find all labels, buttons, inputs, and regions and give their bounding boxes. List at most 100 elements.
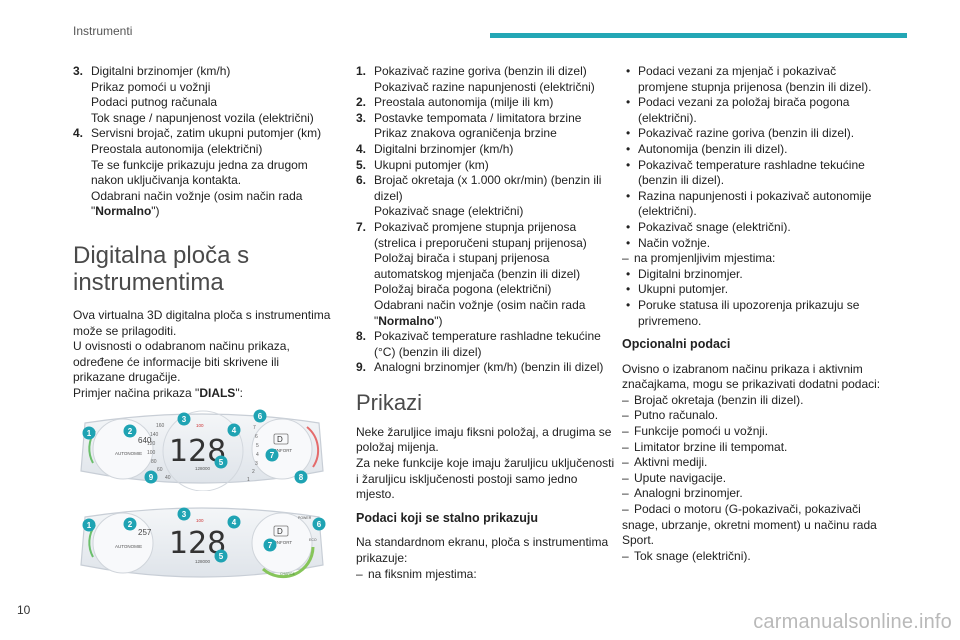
- para-line: i žaruljicu isključenosti postoji samo j…: [356, 471, 578, 486]
- speed-limit-value: 100: [196, 423, 204, 428]
- dash-item: –Funkcije pomoći u vožnji.: [622, 424, 769, 439]
- item-line: (strelica i preporučeni stupanj prijenos…: [374, 235, 587, 250]
- dash-item: –Aktivni mediji.: [622, 455, 708, 470]
- item-number: 5.: [356, 157, 367, 172]
- dash-item: –Tok snage (električni).: [622, 548, 751, 563]
- dash-text: Upute navigacije.: [634, 470, 727, 485]
- bullet-item: •Pokazivač snage (električni).: [626, 219, 791, 234]
- list-item-5: 5. Ukupni putomjer (km): [356, 158, 618, 174]
- bullet-line: Pokazivač snage (električni).: [638, 219, 791, 234]
- bullet-line: Poruke statusa ili upozorenja prikazuju …: [638, 297, 860, 312]
- quote-close: "): [434, 313, 443, 328]
- header-title: Instrumenti: [73, 24, 133, 38]
- instrument-cluster-electric-illustration: 257 AUTONOMIE 100 128 128000 D CONFORT C…: [80, 507, 326, 579]
- item-line: (°C) (benzin ili dizel): [374, 344, 482, 359]
- item-number: 8.: [356, 329, 367, 344]
- item-line: Podaci putnog računala: [91, 95, 218, 110]
- header-accent-bar: [490, 33, 907, 38]
- bullet-item: •Autonomija (benzin ili dizel).: [626, 141, 788, 156]
- callout-4: 4: [232, 426, 237, 435]
- bullet-line: Digitalni brzinomjer.: [638, 266, 743, 281]
- gear-indicator: D: [277, 527, 283, 536]
- list-item-8: 8. Pokazivač temperature rashladne tekuć…: [356, 329, 618, 360]
- scale-tick: 60: [157, 467, 163, 473]
- callout-5: 5: [219, 552, 224, 561]
- bullet-line: (električni).: [638, 204, 697, 219]
- bullet-line: promjene stupnja prijenosa (benzin ili d…: [638, 79, 872, 94]
- bullet-line: Pokazivač razine goriva (benzin ili dize…: [638, 126, 855, 141]
- para-line: položaj mijenja.: [356, 440, 439, 455]
- list-item-7: 7. Pokazivač promjene stupnja prijenosa …: [356, 220, 618, 329]
- para-line: Ovisno o izabranom načinu prikaza i akti…: [622, 361, 863, 376]
- item-line: Pokazivač razine goriva (benzin ili dize…: [374, 64, 587, 78]
- item-line: Položaj birača pogona (električni): [374, 282, 552, 297]
- dash-text: Aktivni mediji.: [634, 455, 708, 470]
- item-line: Prikaz pomoći u vožnji: [91, 79, 211, 94]
- quote-close: "): [151, 204, 160, 219]
- bullet-item: •Poruke statusa ili upozorenja prikazuju…: [626, 297, 860, 328]
- item-number: 2.: [356, 95, 367, 110]
- para-line: određene će informacije biti skrivene il…: [73, 354, 280, 369]
- bullet-line: Razina napunjenosti i pokazivač autonomi…: [638, 188, 872, 203]
- item-number: 3.: [356, 110, 367, 125]
- rpm-tick: 3: [255, 461, 258, 467]
- callout-1: 1: [87, 429, 92, 438]
- callout-7: 7: [268, 541, 273, 550]
- dash-item: –Upute navigacije.: [622, 470, 727, 485]
- item-number: 3.: [73, 64, 84, 78]
- item-line: Odabrani način vožnje (osim način rada: [91, 188, 303, 203]
- quote-open: ": [374, 313, 379, 328]
- callout-6: 6: [258, 412, 263, 421]
- list-item-9: 9. Analogni brzinomjer (km/h) (benzin il…: [356, 360, 618, 376]
- item-line-mode: "Normalno"): [91, 204, 335, 220]
- item-line: Preostala autonomija (električni): [91, 141, 263, 156]
- section-title-line: Digitalna ploča s: [73, 241, 250, 269]
- autonomy-value: 640: [138, 436, 152, 445]
- dash-text: Funkcije pomoći u vožnji.: [634, 424, 769, 439]
- para-line: značajkama, mogu se prikazivati dodatni …: [622, 377, 881, 392]
- item-line: Prikaz znakova ograničenja brzine: [374, 126, 557, 141]
- quote-open: ": [91, 204, 96, 219]
- list-item-6: 6. Brojač okretaja (x 1.000 okr/min) (be…: [356, 173, 618, 220]
- drive-mode-label: CONFORT: [270, 540, 292, 545]
- scale-tick: 140: [150, 432, 159, 438]
- para-line: Ova virtualna 3D digitalna ploča s instr…: [73, 307, 331, 322]
- bullet-item: •Podaci vezani za položaj birača pogona(…: [626, 95, 850, 125]
- mode-dials: DIALS: [199, 385, 236, 400]
- rpm-tick: 4: [256, 452, 259, 458]
- odometer: 128000: [195, 466, 211, 471]
- dash-text: snage, ubrzanje, okretni moment) u način…: [622, 517, 877, 532]
- item-line: Pokazivač razine napunjenosti (električn…: [374, 79, 595, 94]
- dash-item: –Analogni brzinomjer.: [622, 486, 743, 501]
- list-item-1: 1. Pokazivač razine goriva (benzin ili d…: [356, 64, 618, 95]
- charge-label: CHARGE: [280, 572, 296, 576]
- dash-text: Brojač okretaja (benzin ili dizel).: [634, 392, 804, 407]
- callout-3: 3: [182, 510, 187, 519]
- speed-limit-value: 100: [196, 518, 204, 523]
- callout-2: 2: [128, 427, 133, 436]
- item-line: Digitalni brzinomjer (km/h): [91, 64, 231, 78]
- section-title-line: instrumentima: [73, 268, 224, 296]
- item-line: Postavke tempomata / limitatora brzine: [374, 110, 582, 125]
- example-suffix: ":: [235, 385, 243, 400]
- list-item-3: 3. Digitalni brzinomjer (km/h) Prikaz po…: [73, 64, 335, 126]
- callout-7: 7: [270, 451, 275, 460]
- mode-normalno: Normalno: [378, 313, 435, 328]
- bullet-item: •Pokazivač temperature rashladne tekućin…: [626, 157, 865, 188]
- item-line: Pokazivač temperature rashladne tekućine: [374, 329, 601, 344]
- bullet-line: Način vožnje.: [638, 235, 711, 250]
- para-line: prikazuje:: [356, 551, 408, 566]
- intro-paragraph: Ova virtualna 3D digitalna ploča s instr…: [73, 308, 335, 402]
- item-line: Ukupni putomjer (km): [374, 157, 489, 172]
- bullet-line: Autonomija (benzin ili dizel).: [638, 141, 788, 156]
- item-line: Pokazivač promjene stupnja prijenosa: [374, 219, 577, 234]
- item-line: Brojač okretaja (x 1.000 okr/min) (benzi…: [374, 173, 602, 188]
- item-line: Servisni brojač, zatim ukupni putomjer (…: [91, 126, 322, 141]
- optional-data-paragraph: Ovisno o izabranom načinu prikaza i akti…: [622, 362, 912, 393]
- callout-1: 1: [87, 521, 92, 530]
- dash-item-multiline: –Podaci o motoru (G-pokazivači, pokaziva…: [622, 502, 912, 549]
- rpm-tick: 5: [256, 443, 259, 449]
- dash-item-variable: –na promjenljivim mjestima:: [622, 251, 776, 266]
- bullet-line: Pokazivač temperature rashladne tekućine: [638, 157, 865, 172]
